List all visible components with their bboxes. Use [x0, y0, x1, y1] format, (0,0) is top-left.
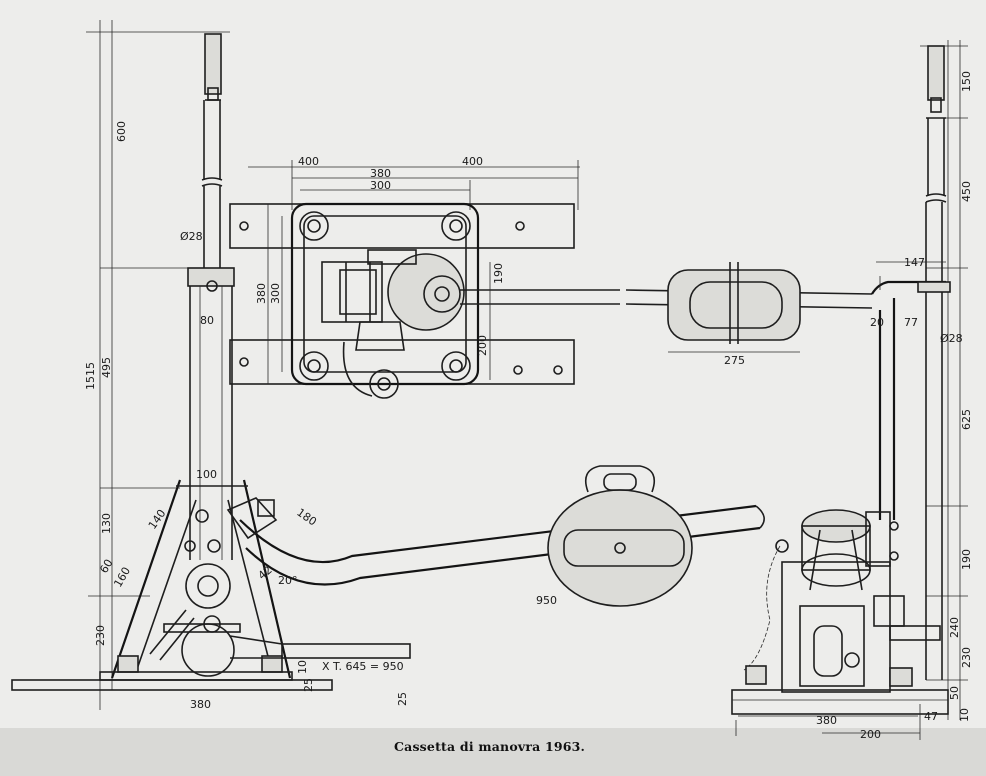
dim-380-top: 380 — [370, 167, 391, 180]
dim-140: 140 — [146, 507, 169, 532]
dim-77: 77 — [904, 316, 918, 329]
dim-phi-28-right: Ø28 — [940, 332, 963, 345]
figure-caption: Cassetta di manovra 1963. — [394, 739, 586, 754]
dim-200-mid: 200 — [476, 335, 489, 356]
left-lever-stand — [11, 20, 765, 710]
dim-380-side: 380 — [255, 283, 268, 304]
dim-160: 160 — [111, 565, 133, 590]
dim-495: 495 — [100, 357, 113, 378]
dim-450: 450 — [960, 181, 973, 202]
dim-190-right: 190 — [960, 549, 973, 570]
top-plan-view — [229, 160, 873, 399]
dim-200-base-right: 200 — [860, 728, 881, 741]
dim-47: 47 — [924, 710, 938, 723]
dim-300-top: 300 — [370, 179, 391, 192]
dim-25-a: 25 — [302, 678, 315, 692]
dim-10: 10 — [296, 660, 309, 674]
dim-60: 60 — [97, 557, 115, 576]
dim-147: 147 — [904, 256, 925, 269]
dim-50: 50 — [948, 686, 961, 700]
dim-950: 950 — [536, 594, 557, 607]
dim-25-b: 25 — [396, 692, 409, 706]
dim-380-base-left: 380 — [190, 698, 211, 711]
dim-300-side: 300 — [269, 283, 282, 304]
dim-phi-28-left: Ø28 — [180, 230, 203, 243]
dim-xt-645: X T. 645 = 950 — [322, 660, 404, 673]
dim-20: 20 — [870, 316, 884, 329]
dim-400-right: 400 — [462, 155, 483, 168]
dim-625: 625 — [960, 409, 973, 430]
dim-275: 275 — [724, 354, 745, 367]
dim-150: 150 — [960, 71, 973, 92]
dim-20deg: 20° — [278, 574, 298, 587]
dim-400-left: 400 — [298, 155, 319, 168]
dim-230-right: 230 — [960, 647, 973, 668]
dim-190-mid: 190 — [492, 263, 505, 284]
dim-130: 130 — [100, 513, 113, 534]
dim-1515: 1515 — [84, 362, 97, 390]
dimension-labels: 600 1515 495 130 60 160 230 Ø28 80 100 1… — [84, 71, 973, 741]
dim-230-left: 230 — [94, 625, 107, 646]
dim-100: 100 — [196, 468, 217, 481]
dim-42: 42 — [256, 563, 275, 582]
dim-180: 180 — [294, 506, 319, 529]
page-shadow — [0, 728, 986, 776]
dim-380-base-right: 380 — [816, 714, 837, 727]
dim-80: 80 — [200, 314, 214, 327]
dim-240: 240 — [948, 617, 961, 638]
right-lever-stand — [731, 40, 968, 740]
dim-10-right: 10 — [958, 708, 971, 722]
dim-600: 600 — [115, 121, 128, 142]
